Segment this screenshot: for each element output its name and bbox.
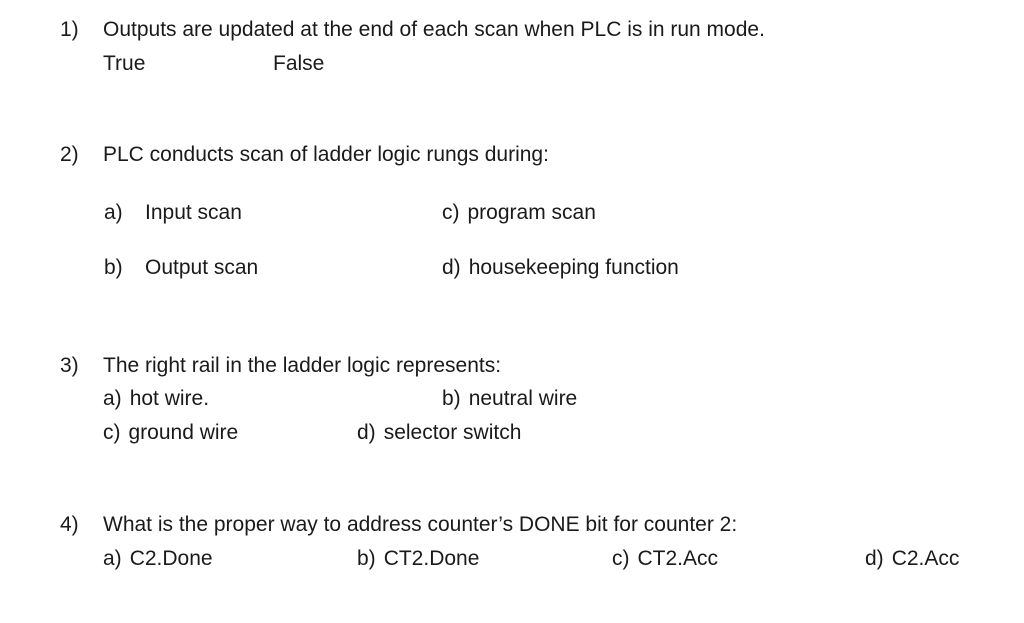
question-2-option-c-text: program scan	[467, 201, 596, 224]
question-3-text: The right rail in the ladder logic repre…	[103, 354, 502, 377]
question-2-option-a-letter: a)	[104, 201, 123, 224]
question-3-option-a-text: hot wire.	[129, 387, 210, 410]
question-1-option-true: True	[103, 52, 146, 75]
question-2-number: 2)	[60, 143, 79, 166]
question-4-option-b-letter: b)	[357, 547, 376, 570]
question-3-option-d-text: selector switch	[383, 421, 522, 444]
question-4-option-d-text: C2.Acc	[891, 547, 960, 570]
question-4-option-d: d) C2.Acc	[865, 546, 959, 572]
question-2-option-b-letter: b)	[104, 256, 123, 279]
question-2-text: PLC conducts scan of ladder logic rungs …	[103, 143, 549, 166]
question-1-option-false: False	[273, 52, 325, 75]
question-2-option-a-text: Input scan	[145, 201, 242, 224]
question-4-option-d-letter: d)	[865, 547, 884, 570]
question-3-option-d: d) selector switch	[357, 420, 521, 446]
question-2-option-d: d) housekeeping function	[442, 255, 679, 281]
question-4-option-b: b) CT2.Done	[357, 546, 479, 572]
question-4-option-c-text: CT2.Acc	[637, 547, 719, 570]
question-3-number: 3)	[60, 354, 79, 377]
question-4-number: 4)	[60, 513, 79, 536]
question-2-option-c: c) program scan	[442, 200, 596, 226]
question-3-option-b-text: neutral wire	[468, 387, 578, 410]
question-4-option-a: a) C2.Done	[103, 546, 213, 572]
question-3-option-b-letter: b)	[442, 387, 461, 410]
question-2-option-d-text: housekeeping function	[468, 256, 679, 279]
question-2-option-d-letter: d)	[442, 256, 461, 279]
question-1-number: 1)	[60, 18, 79, 41]
question-4-option-b-text: CT2.Done	[383, 547, 480, 570]
question-4-option-a-text: C2.Done	[129, 547, 213, 570]
question-2-option-b-text: Output scan	[145, 256, 259, 279]
question-3-option-d-letter: d)	[357, 421, 376, 444]
question-4-text: What is the proper way to address counte…	[103, 513, 738, 536]
question-3-option-b: b) neutral wire	[442, 386, 577, 412]
question-3-option-a: a) hot wire.	[103, 386, 209, 412]
question-4-option-a-letter: a)	[103, 547, 122, 570]
question-3-option-c-text: ground wire	[128, 421, 239, 444]
question-1-text: Outputs are updated at the end of each s…	[103, 18, 765, 41]
question-3-option-c: c) ground wire	[103, 420, 238, 446]
question-4-option-c: c) CT2.Acc	[612, 546, 718, 572]
question-4-option-c-letter: c)	[612, 547, 630, 570]
question-2-option-c-letter: c)	[442, 201, 460, 224]
question-3-option-a-letter: a)	[103, 387, 122, 410]
question-3-option-c-letter: c)	[103, 421, 121, 444]
